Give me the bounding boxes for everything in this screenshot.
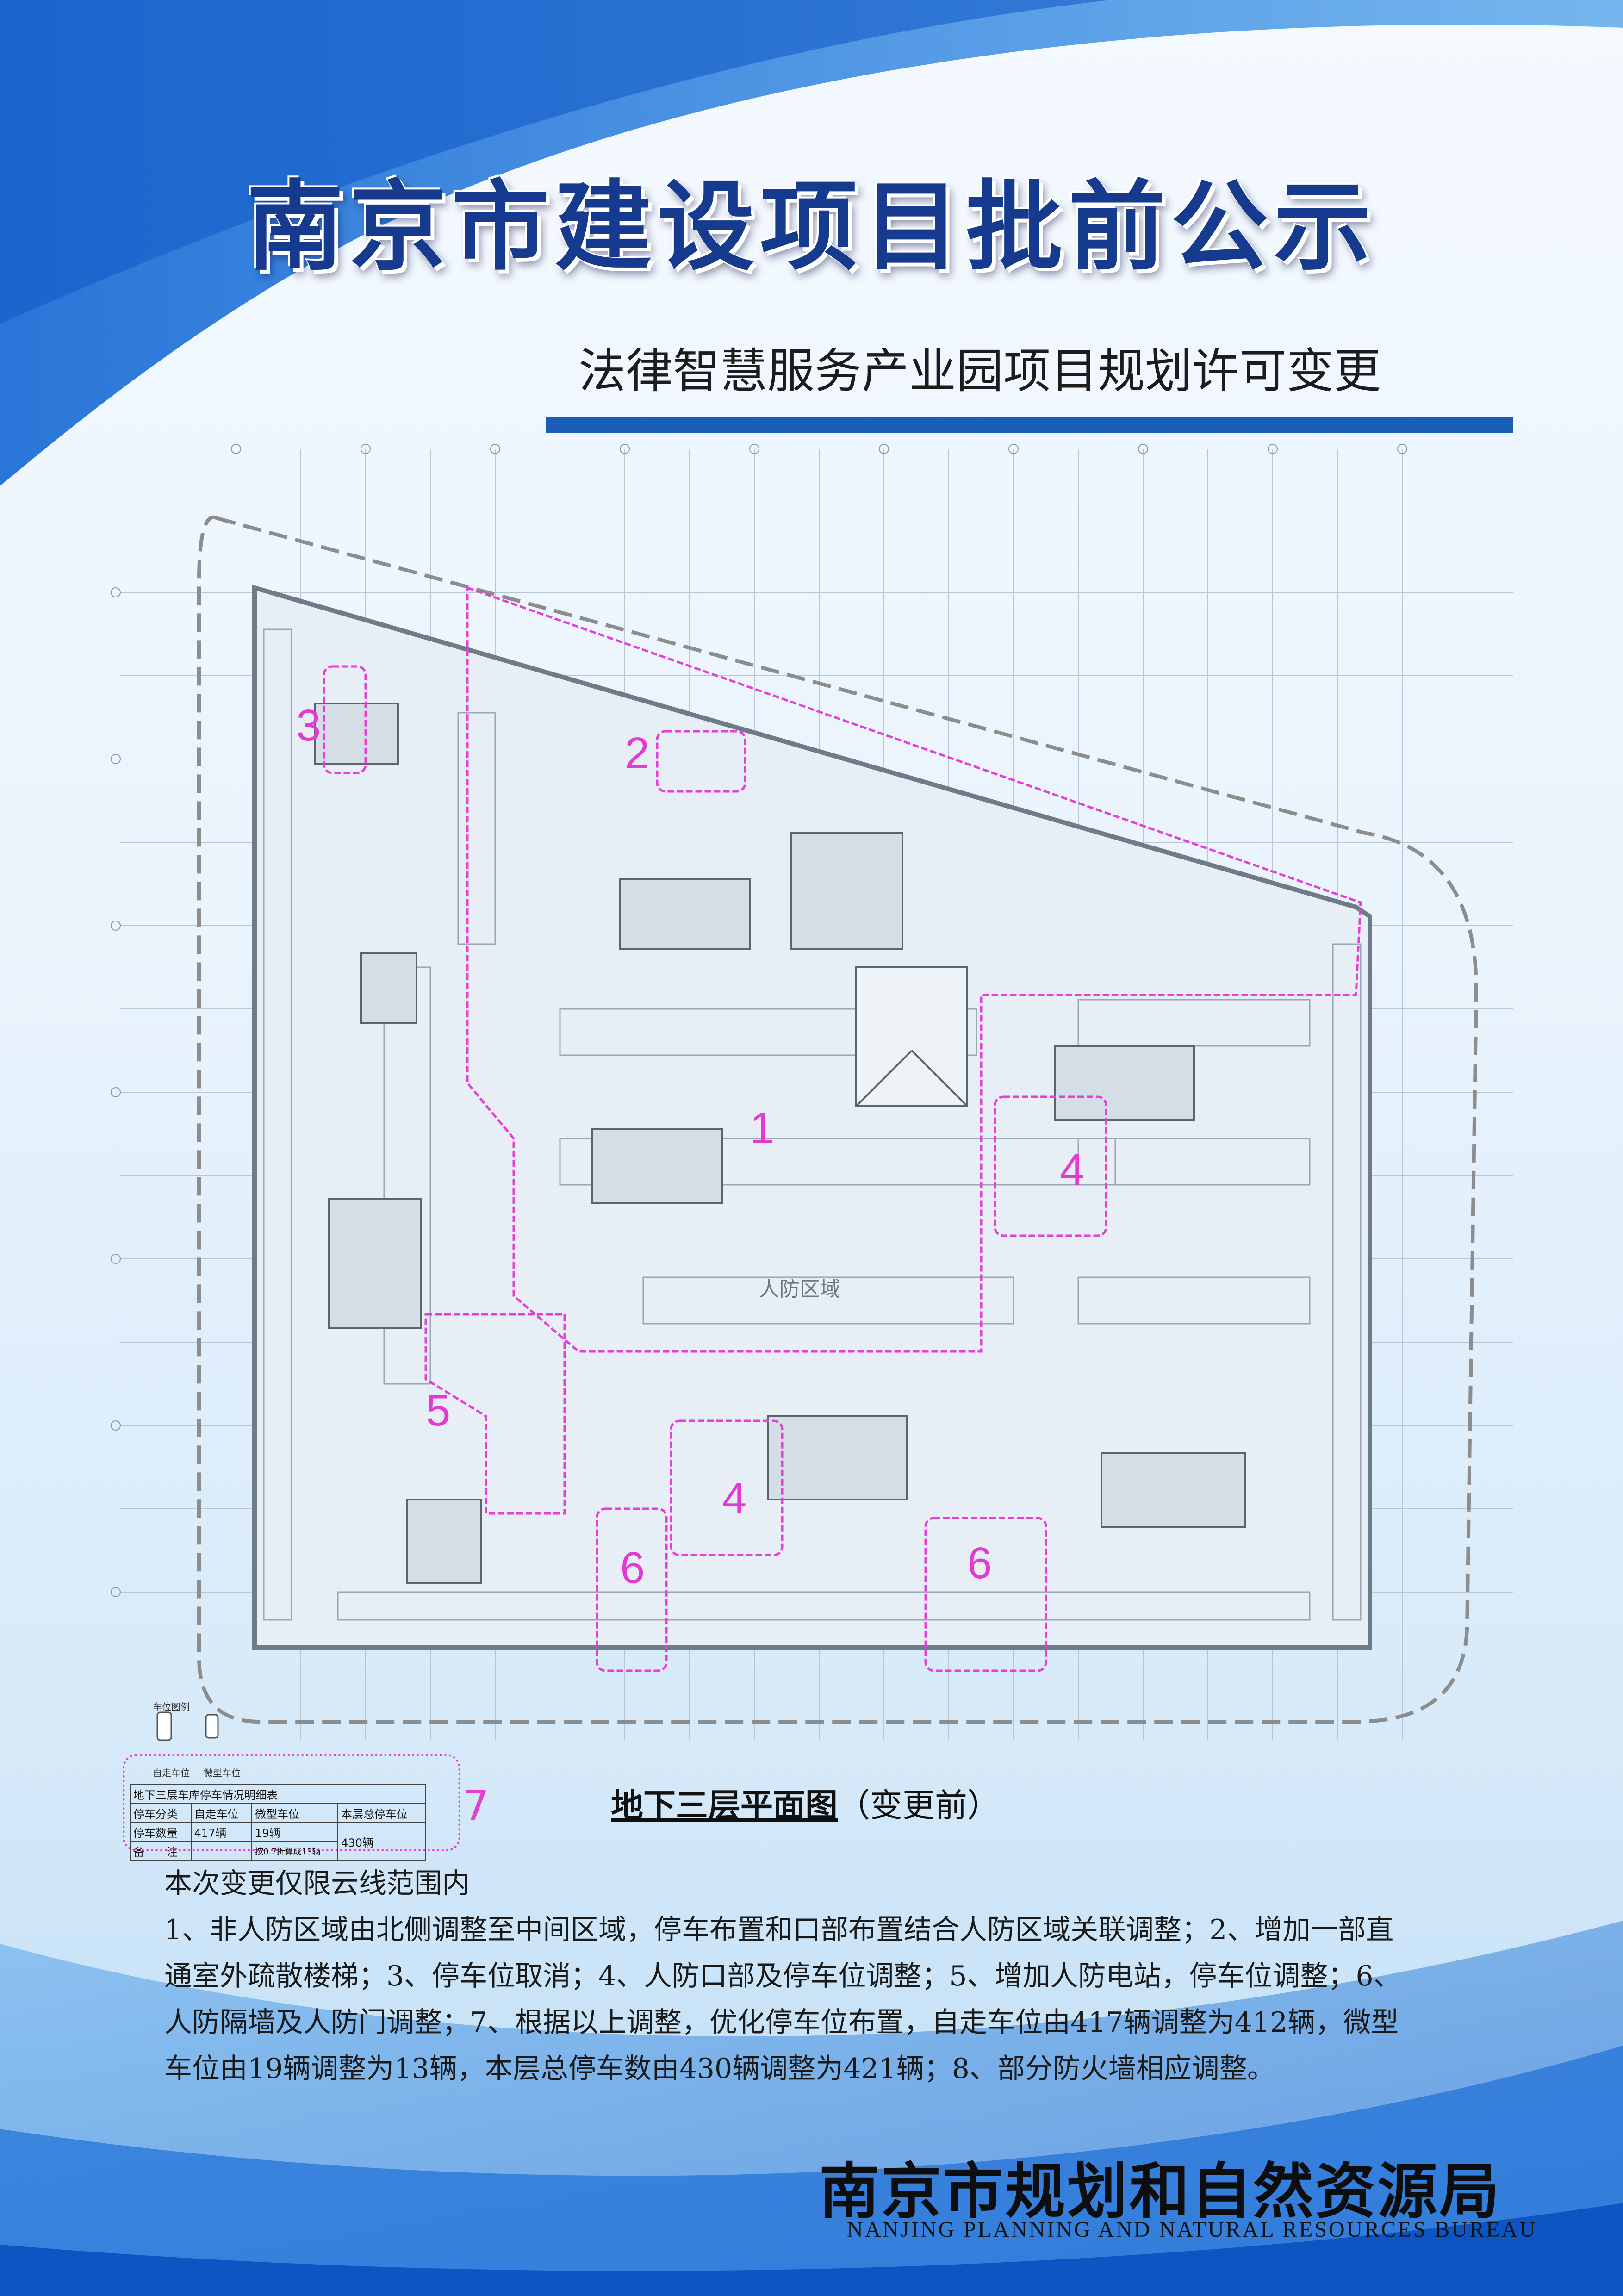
cloud-1 [466,586,1362,1353]
cloud-number-4b: 4 [722,1474,746,1523]
table-row: 备 注 按0.7折算成13辆 [130,1841,425,1861]
table-cell: 按0.7折算成13辆 [251,1841,339,1861]
site-boundary [197,515,1479,1724]
civil-defense-zone-label: 人防区域 [759,1277,840,1301]
cloud-number-4a: 4 [1060,1145,1084,1195]
notes-body: 1、非人防区域由北侧调整至中间区域，停车布置和口部布置结合人防区域关联调整；2、… [164,1914,1401,2085]
table-cell: 微型车位 [251,1803,339,1823]
table-row: 停车分类 自走车位 微型车位 本层总停车位 [130,1803,426,1823]
parking-table: 地下三层车库停车情况明细表 停车分类 自走车位 微型车位 本层总停车位 停车数量… [130,1784,426,1861]
core-rooms [314,703,1246,1584]
car-icon [156,1711,172,1741]
plan-caption: 地下三层平面图（变更前） [611,1780,1000,1826]
table-cell: 430辆 [337,1822,426,1861]
plan-caption-suffix: （变更前） [838,1786,1000,1824]
ramp [855,966,968,1107]
table-cell [190,1841,253,1861]
cloud-5 [424,1313,566,1515]
table-cell: 备 注 [130,1841,192,1861]
notes-heading: 本次变更仅限云线范围内 [164,1867,470,1900]
legend-micro-parking: 微型车位 [204,1767,241,1779]
cloud-4b [670,1419,784,1556]
cloud-6b [924,1517,1047,1672]
table-row: 停车数量 417辆 19辆 430辆 [130,1822,426,1861]
cloud-6a [596,1507,668,1672]
cloud-number-5: 5 [426,1386,450,1435]
change-notes: 本次变更仅限云线范围内 1、非人防区域由北侧调整至中间区域，停车布置和口部布置结… [164,1860,1405,2092]
cloud-number-6b: 6 [967,1538,992,1588]
page-title: 南京市建设项目批前公示 [246,169,1377,284]
micro-car-icon [205,1714,219,1739]
revision-clouds [323,586,1362,1672]
cloud-number-3: 3 [296,701,321,750]
cloud-3 [323,665,367,774]
cloud-number-1: 1 [750,1103,774,1153]
table-cell: 417辆 [190,1822,253,1842]
table-cell: 停车分类 [130,1803,192,1823]
legend-title: 车位图例 [153,1701,190,1712]
legend-self-parking: 自走车位 [153,1767,190,1779]
legend [156,1711,219,1741]
subtitle-underline [546,417,1513,433]
plan-caption-main: 地下三层平面图 [611,1786,838,1824]
org-name-cn: 南京市规划和自然资源局 [819,2156,1502,2227]
cloud-number-7: 7 [463,1782,490,1830]
table-title: 地下三层车库停车情况明细表 [130,1784,426,1804]
floor-plan: 人防区域 1 2 3 4 4 5 6 6 [111,444,1513,1741]
table-cell: 停车数量 [130,1822,192,1842]
project-subtitle: 法律智慧服务产业园项目规划许可变更 [578,344,1381,399]
table-cell: 自走车位 [190,1803,253,1823]
axis-bubbles [111,444,1407,1597]
cloud-number-2: 2 [625,728,649,778]
table-cell: 本层总停车位 [337,1803,426,1823]
table-cell: 19辆 [251,1822,339,1842]
cloud-number-6a: 6 [620,1543,645,1593]
cloud-4a [994,1095,1107,1237]
building-outline [252,585,1372,1650]
cloud-2 [656,730,746,793]
org-name-en: NANJING PLANNING AND NATURAL RESOURCES B… [847,2217,1537,2242]
